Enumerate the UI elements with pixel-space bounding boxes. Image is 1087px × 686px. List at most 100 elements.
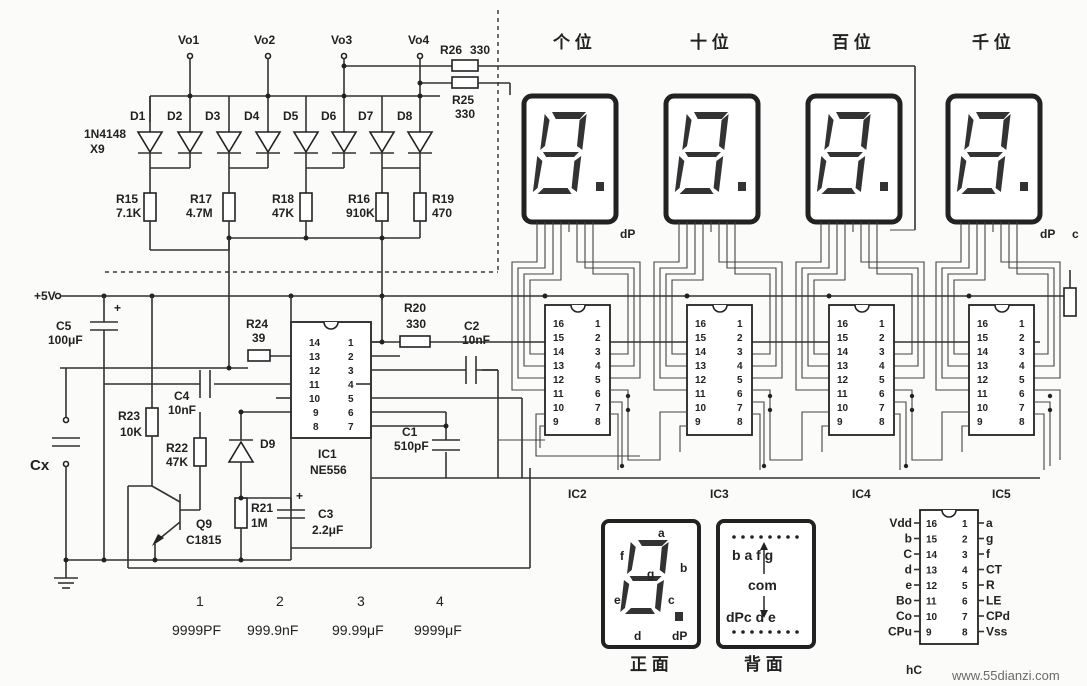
dp-label-ones: dP (620, 227, 635, 241)
capacitor-c5: + (90, 296, 121, 560)
decoder-pin-right: 8 (737, 417, 743, 428)
decoder-pin-numbers: 1615141312111091234567816151413121110912… (553, 319, 1025, 428)
diode-d9 (227, 412, 255, 498)
pinout-left-label: Co (896, 609, 912, 623)
display-hundreds (805, 93, 903, 225)
c3-name: C3 (318, 507, 334, 521)
capacitor-c4 (199, 370, 211, 398)
label-vo2: Vo2 (254, 33, 275, 47)
range-4-num: 4 (436, 593, 444, 609)
resistor-r22 (180, 412, 207, 511)
pinout-right-label: R (986, 578, 995, 592)
pinout-right-num: 8 (962, 628, 968, 639)
decoder-pin-right: 1 (879, 319, 885, 330)
pinout-right-label: a (986, 516, 993, 530)
svg-text:6: 6 (348, 408, 354, 419)
pinout-right-num: 3 (962, 550, 968, 561)
decoder-pin-right: 5 (595, 375, 601, 386)
label-vo3: Vo3 (331, 33, 352, 47)
decoder-pin-left: 12 (695, 375, 707, 386)
r24-name: R24 (246, 317, 268, 331)
pinout-left-label: b (905, 532, 912, 546)
display-thousands (945, 93, 1043, 225)
decoder-pin-right: 8 (879, 417, 885, 428)
diode-d7-label: D7 (358, 109, 374, 123)
svg-text:10: 10 (309, 394, 321, 405)
decoder-pin-right: 8 (1019, 417, 1025, 428)
svg-text:7: 7 (348, 422, 354, 433)
resistor-r24 (247, 349, 271, 362)
range-table: 1 9999PF 2 999.9nF 3 99.99μF 4 9999μF (172, 593, 462, 638)
svg-text:+: + (114, 301, 121, 315)
dp-label-thousands: dP (1040, 227, 1055, 241)
diode-d5-label: D5 (283, 109, 299, 123)
pinout-right-num: 4 (962, 566, 968, 577)
r25-name: R25 (452, 93, 474, 107)
pinout-left-num: 16 (926, 519, 938, 530)
decoder-pin-right: 2 (879, 333, 885, 344)
decoder-pin-right: 6 (595, 389, 601, 400)
pinout-left-num: 12 (926, 581, 938, 592)
r26-value: 330 (470, 43, 490, 57)
decoder-pin-left: 9 (977, 417, 983, 428)
decoder-pin-right: 2 (595, 333, 601, 344)
decoder-pin-right: 5 (1019, 375, 1025, 386)
supply-label: +5V (34, 289, 56, 303)
c4-name: C4 (174, 389, 190, 403)
r15-name: R15 (116, 192, 138, 206)
diode-d8-label: D8 (397, 109, 413, 123)
ic1-right-pins: 1 2 3 4 5 6 7 (348, 338, 354, 433)
resistor-r23 (145, 296, 159, 486)
resistor-r21 (234, 497, 248, 560)
c3-value: 2.2μF (312, 523, 343, 537)
c4-value: 10nF (168, 403, 196, 417)
decoder-pin-left: 16 (553, 319, 565, 330)
decoder-ic2 (544, 304, 611, 436)
range-resistors (143, 168, 427, 368)
watermark: www.55dianzi.com (951, 668, 1060, 683)
decoder-pin-left: 14 (695, 347, 707, 358)
r17-name: R17 (190, 192, 212, 206)
pinout-left-label: e (905, 578, 912, 592)
c1-name: C1 (402, 425, 418, 439)
decoder-pin-left: 12 (837, 375, 849, 386)
resistor-r20 (399, 335, 431, 348)
decoder-pin-left: 13 (837, 361, 849, 372)
decoder-ic5 (968, 304, 1035, 436)
vo-terminals (186, 52, 424, 96)
pinout-left-num: 9 (926, 628, 932, 639)
decoder-pin-left: 9 (695, 417, 701, 428)
pinout-caption: hC (906, 663, 922, 677)
pinout-left-label: Vdd (889, 516, 912, 530)
decoder-pin-right: 1 (1019, 319, 1025, 330)
diode-type-label: 1N4148 (84, 127, 126, 141)
diode-d7 (368, 96, 396, 154)
pinout-left-num: 11 (926, 597, 937, 608)
capacitor-c3: + (241, 489, 305, 519)
decoder-pin-right: 6 (737, 389, 743, 400)
decoder-pin-left: 16 (695, 319, 707, 330)
decoder-pin-left: 14 (837, 347, 849, 358)
range-1-num: 1 (196, 593, 204, 609)
decoder-pin-right: 5 (879, 375, 885, 386)
decoder-pin-right: 4 (1019, 361, 1025, 372)
decoder-pin-right: 6 (1019, 389, 1025, 400)
decoder-pin-right: 7 (595, 403, 601, 414)
cx-label: Cx (30, 457, 50, 474)
decoder-pin-left: 12 (553, 375, 565, 386)
display-tens (663, 93, 761, 225)
decoder-pin-left: 15 (695, 333, 707, 344)
decoder-pin-left: 10 (837, 403, 849, 414)
display-wiring (511, 222, 1061, 391)
front-view-caption: 正 面 (630, 655, 669, 674)
ic1-ne556 (290, 321, 372, 439)
range-3-num: 3 (357, 593, 365, 609)
pinout-left-num: 14 (926, 550, 938, 561)
r22-name: R22 (166, 441, 188, 455)
r21-value: 1M (251, 516, 268, 530)
range-1-value: 9999PF (172, 622, 221, 638)
decoder-wiring-dots (619, 393, 1053, 469)
decoder-pin-left: 16 (837, 319, 849, 330)
decoder-pin-left: 9 (837, 417, 843, 428)
decoder-pin-right: 1 (595, 319, 601, 330)
